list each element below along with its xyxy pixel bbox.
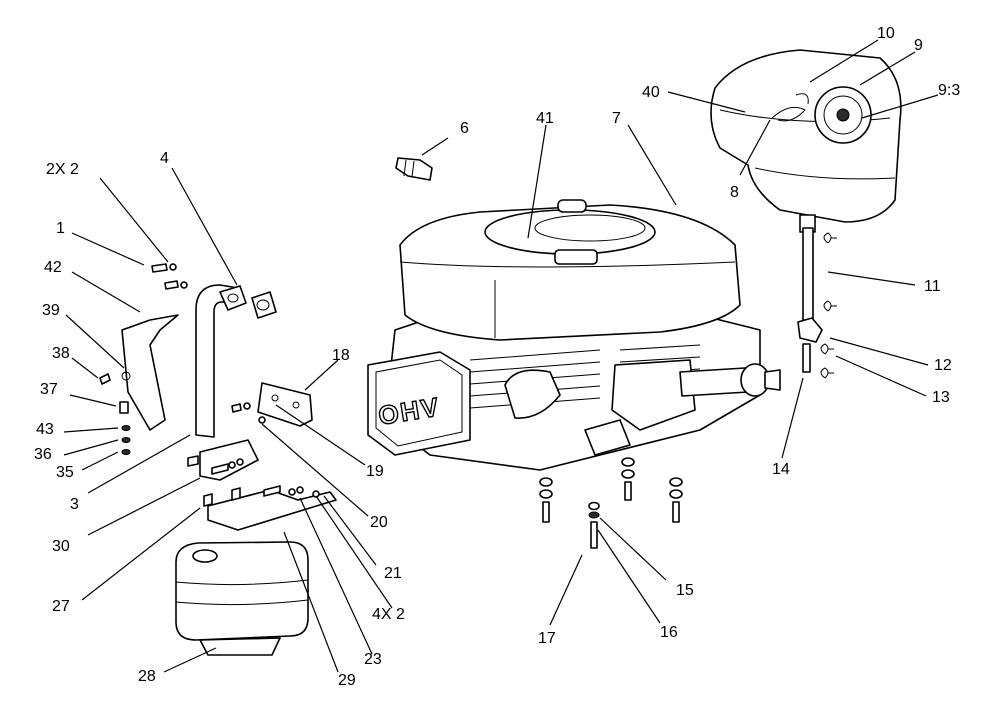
muffler (175, 541, 309, 656)
part-6-fitting (395, 157, 433, 181)
valve-cover (367, 351, 471, 456)
callout-4x2: 4X 2 (372, 606, 405, 623)
callout-6: 6 (460, 120, 469, 137)
callout-9-3: 9:3 (938, 82, 960, 99)
exhaust-pipe (195, 284, 277, 438)
shutoff-valve (797, 317, 823, 343)
callout-35: 35 (56, 464, 74, 481)
callout-36: 36 (34, 446, 52, 463)
callout-10: 10 (877, 25, 895, 42)
callout-11: 11 (924, 278, 941, 295)
callout-23: 23 (364, 651, 382, 668)
callout-18: 18 (332, 347, 350, 364)
heat-shield (231, 382, 313, 427)
gasket (251, 291, 277, 319)
muffler-bracket (99, 263, 188, 455)
callout-3: 3 (70, 496, 79, 513)
callout-2x2: 2X 2 (46, 161, 79, 178)
callout-28: 28 (138, 668, 156, 685)
callout-27: 27 (52, 598, 70, 615)
callout-8: 8 (730, 184, 739, 201)
callout-17: 17 (538, 630, 556, 647)
callout-41: 41 (536, 110, 554, 127)
callout-37: 37 (40, 381, 58, 398)
callout-14: 14 (772, 461, 790, 478)
callout-43: 43 (36, 421, 54, 438)
fuel-tank (710, 49, 902, 233)
fuel-line (797, 227, 837, 379)
air-filter-cover (484, 209, 656, 255)
muffler-mount-plates (187, 439, 337, 531)
callout-39: 39 (42, 302, 60, 319)
callout-15: 15 (676, 582, 694, 599)
callout-38: 38 (52, 345, 70, 362)
callout-21: 21 (384, 565, 402, 582)
callout-29: 29 (338, 672, 356, 689)
callout-4: 4 (160, 150, 169, 167)
callout-1: 1 (56, 220, 65, 237)
callout-20: 20 (370, 514, 388, 531)
callout-42: 42 (44, 259, 62, 276)
callout-9: 9 (914, 37, 923, 54)
engine-assembly: OHV (367, 199, 781, 471)
callout-40: 40 (642, 84, 660, 101)
callout-labels: 10 9 9:3 40 41 7 6 8 4 2X 2 1 42 39 38 3… (34, 25, 960, 689)
callout-19: 19 (366, 463, 384, 480)
mounting-bolts (539, 457, 683, 549)
callout-12: 12 (934, 357, 952, 374)
callout-7: 7 (612, 110, 621, 127)
leader-lines (63, 39, 939, 673)
callout-16: 16 (660, 624, 678, 641)
callout-13: 13 (932, 389, 950, 406)
callout-30: 30 (52, 538, 70, 555)
